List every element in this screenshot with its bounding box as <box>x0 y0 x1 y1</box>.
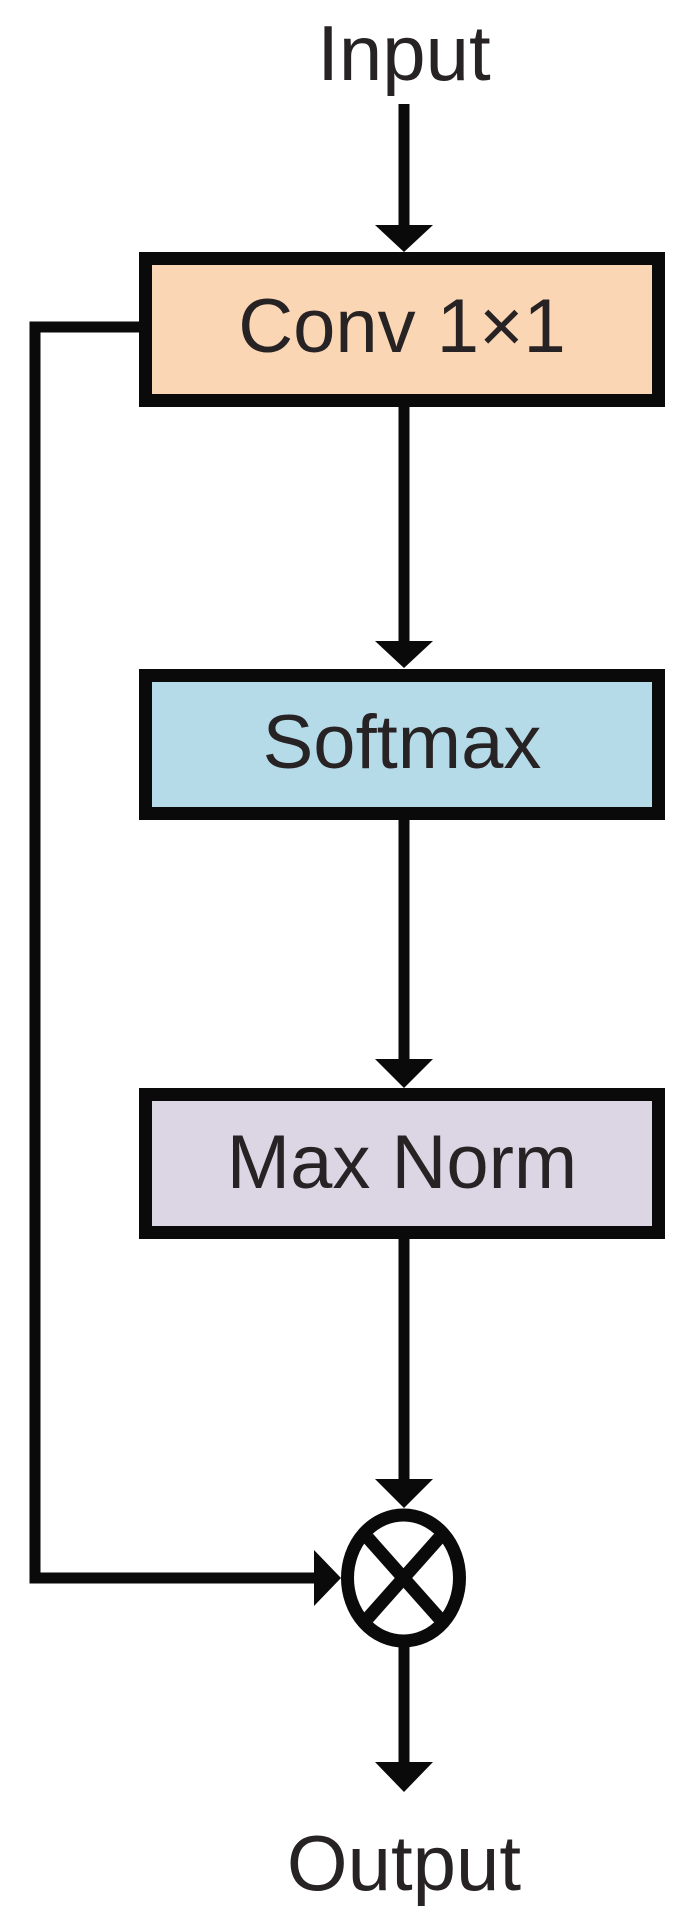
multiply-node <box>341 1508 466 1648</box>
maxnorm-box <box>139 1088 665 1239</box>
input-label: Input <box>317 9 491 97</box>
conv1x1-label: Conv 1×1 <box>238 284 565 369</box>
skip-connection <box>29 321 316 1584</box>
softmax-box <box>139 669 665 820</box>
maxnorm-label: Max Norm <box>227 1120 577 1205</box>
arrowhead-icon <box>375 1059 433 1088</box>
arrowhead-icon <box>375 1762 433 1792</box>
arrowhead-icon <box>375 641 433 668</box>
skip-connection-line <box>29 321 316 1584</box>
skip-arrowhead-icon <box>314 1550 341 1606</box>
arrowhead-icon <box>375 1479 433 1508</box>
conv1x1-box <box>139 252 665 407</box>
softmax-label: Softmax <box>263 700 542 785</box>
arrowhead-icon <box>375 225 433 252</box>
output-label: Output <box>287 1819 521 1907</box>
multiply-x-icon <box>363 1533 444 1623</box>
